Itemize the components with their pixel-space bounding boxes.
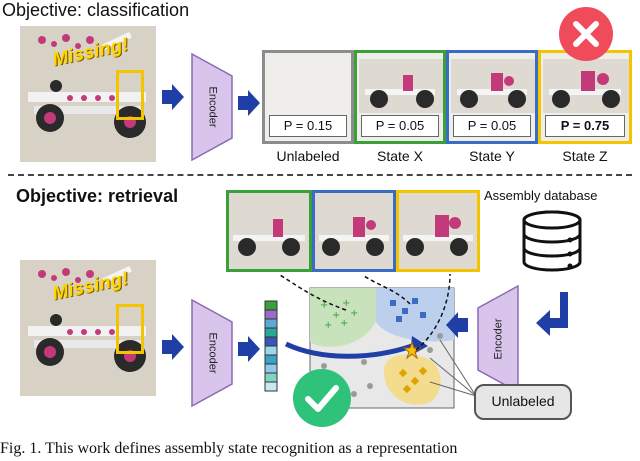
x-icon xyxy=(559,7,613,61)
arrow-to-states xyxy=(238,90,260,116)
assembly-image-top xyxy=(20,26,156,162)
input-photo-top xyxy=(20,26,156,162)
retrieved-y-photo xyxy=(319,217,389,256)
state-card-y: P = 0.05 xyxy=(446,50,538,144)
database-icon xyxy=(522,210,582,272)
prob-x: P = 0.05 xyxy=(361,115,439,137)
svg-text:+: + xyxy=(340,318,348,329)
caption-state-x: State X xyxy=(377,148,423,164)
check-icon xyxy=(293,369,351,427)
state-card-z: P = 0.75 xyxy=(538,50,632,144)
encoder-database-label: Encoder xyxy=(491,318,504,360)
retrieval-heading: Objective: retrieval xyxy=(16,186,179,206)
caption-state-z: State Z xyxy=(562,148,608,164)
section-divider xyxy=(8,174,632,176)
figure-caption: Fig. 1. This work defines assembly state… xyxy=(0,440,458,457)
arrow-to-embedding xyxy=(238,336,260,362)
arrow-from-database xyxy=(536,292,568,336)
state-card-x: P = 0.05 xyxy=(354,50,446,144)
unlabeled-label: Unlabeled xyxy=(474,384,572,420)
missing-part-highlight-bottom xyxy=(116,304,144,354)
state-y-image xyxy=(451,59,535,113)
retrieved-image-x xyxy=(226,190,312,272)
arrow-to-encoder-top xyxy=(162,84,184,110)
retrieved-z-photo xyxy=(403,215,473,256)
classification-heading: Objective: classification xyxy=(2,0,190,20)
prob-z: P = 0.75 xyxy=(545,115,625,137)
state-z-image xyxy=(543,59,629,113)
svg-text:+: + xyxy=(324,320,332,331)
retrieved-image-y xyxy=(312,190,396,272)
arrow-to-encoder-bottom xyxy=(162,334,184,360)
svg-text:+: + xyxy=(332,310,340,321)
retrieved-x-photo xyxy=(233,219,305,256)
database-label: Assembly database xyxy=(484,188,598,203)
prob-unlabeled: P = 0.15 xyxy=(269,115,347,137)
embedding-vector xyxy=(264,300,278,392)
arrow-to-embedding-space xyxy=(446,312,468,338)
caption-unlabeled: Unlabeled xyxy=(276,148,340,164)
state-card-unlabeled: P = 0.15 xyxy=(262,50,354,144)
encoder-label-bottom: Encoder xyxy=(205,332,218,374)
prob-y: P = 0.05 xyxy=(453,115,531,137)
retrieved-image-z xyxy=(396,190,480,272)
svg-text:+: + xyxy=(350,308,358,319)
encoder-top xyxy=(191,52,233,162)
assembly-image-bottom xyxy=(20,260,156,396)
encoder-database xyxy=(477,284,519,394)
input-photo-bottom xyxy=(20,260,156,396)
encoder-label-top: Encoder xyxy=(205,86,218,128)
caption-state-y: State Y xyxy=(469,148,515,164)
state-x-image xyxy=(359,59,443,113)
svg-text:+: + xyxy=(342,298,350,309)
missing-part-highlight-top xyxy=(116,70,144,120)
svg-text:+: + xyxy=(320,300,328,311)
encoder-bottom xyxy=(191,298,233,408)
